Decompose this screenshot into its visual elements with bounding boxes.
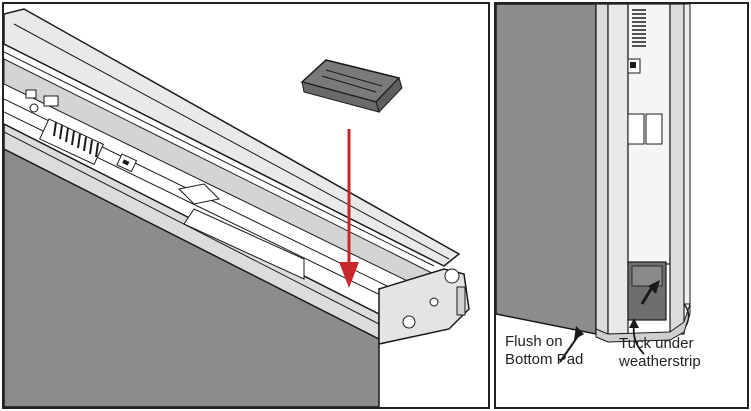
- callout-flush-line1: Flush on: [505, 333, 563, 350]
- headrail-illustration: [4, 8, 470, 407]
- down-arrow-icon: [339, 129, 359, 288]
- headrail-top: [4, 8, 461, 267]
- callout-tuck-line2: weatherstrip: [619, 353, 701, 370]
- callout-tuck-under-weatherstrip: Tuck under weatherstrip: [619, 335, 739, 371]
- channel-insert: [183, 208, 305, 280]
- left-panel: [2, 2, 490, 409]
- flush-leader: [559, 326, 584, 363]
- shade-fabric-side: [496, 4, 597, 335]
- callout-tuck-line1: Tuck under: [619, 335, 694, 352]
- side-view-illustration: [496, 4, 691, 363]
- callout-flush-line2: Bottom Pad: [505, 351, 584, 368]
- bottom-pad: [300, 59, 403, 113]
- right-panel: Flush on Bottom Pad Tuck under weatherst…: [494, 2, 749, 409]
- rail-edge: [595, 4, 609, 335]
- callout-flush-on-bottom-pad: Flush on Bottom Pad: [505, 333, 585, 369]
- tuck-leader: [629, 318, 645, 355]
- spring-mechanism: [39, 118, 105, 165]
- weatherstrip-arrow-icon: [640, 280, 660, 305]
- end-bracket: [378, 268, 470, 345]
